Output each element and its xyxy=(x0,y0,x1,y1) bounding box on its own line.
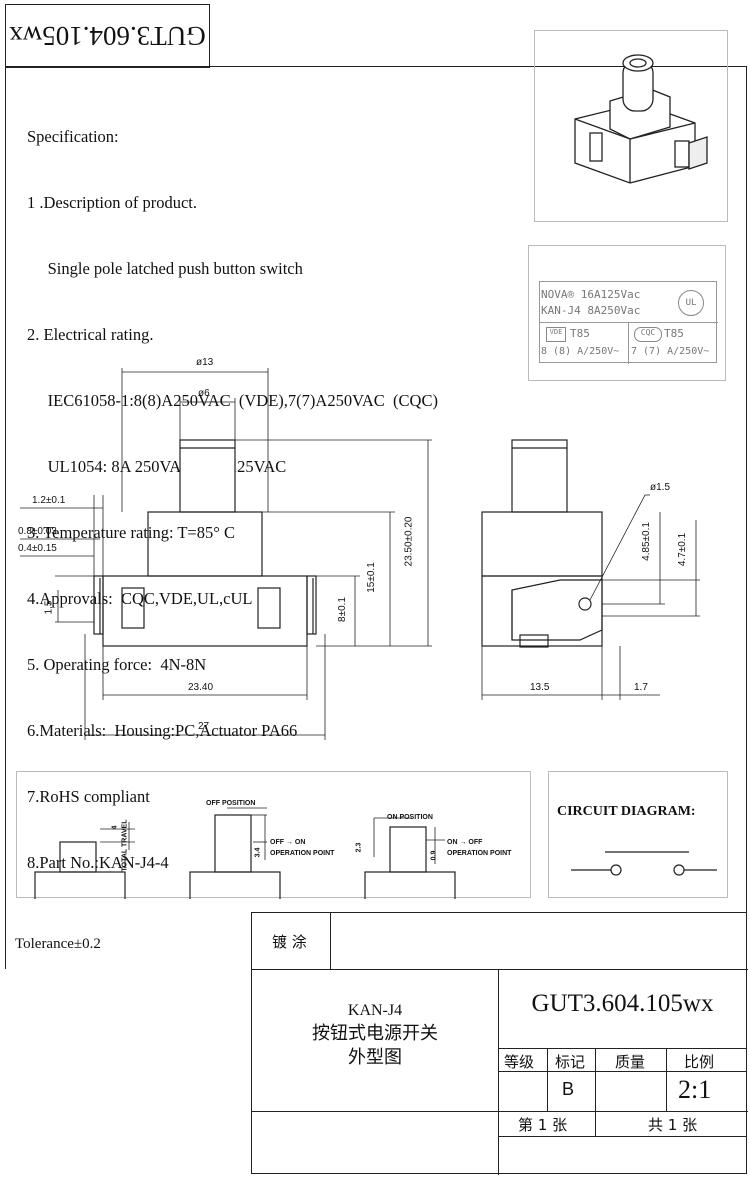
vde-rating: 8 (8) A/250V~ xyxy=(541,346,620,357)
dim-1-7: 1.7 xyxy=(634,682,648,693)
sheet-number: 第 1 张 xyxy=(518,1116,568,1134)
vde-mark-icon: VDE xyxy=(546,327,566,342)
dim-1-2: 1.2±0.1 xyxy=(32,495,66,506)
sheet-row: 第 1 张 共 1 张 xyxy=(498,1112,747,1137)
on-off-label: ON → OFF xyxy=(447,839,483,846)
col-grade: 等级 xyxy=(504,1053,535,1071)
outer-border xyxy=(5,66,747,969)
dim-27: 27 xyxy=(198,721,210,732)
dim-4-7: 4.7±0.1 xyxy=(677,532,689,567)
dim-1-5: 1.5 xyxy=(43,600,55,615)
off-on-label: OFF → ON xyxy=(270,839,306,846)
dim-d13: ø13 xyxy=(196,357,214,368)
plate-line-2: KAN-J4 8A250Vac xyxy=(541,304,641,317)
cqc-temp: T85 xyxy=(664,327,684,340)
spec-line: IEC61058-1:8(8)A250VAC (VDE),7(7)A250VAC… xyxy=(27,391,438,410)
spec-line: 4.Approvals: CQC,VDE,UL,cUL xyxy=(27,589,253,608)
total-travel-label: TOTAL TRAVEL xyxy=(121,819,129,872)
plate-line-1: NOVA® 16A125Vac xyxy=(541,288,641,301)
switch-3d-drawing xyxy=(574,54,708,184)
dim-0-9: 0.9 xyxy=(430,850,438,861)
dim-0-4: 0.4±0.15 xyxy=(18,543,57,554)
spec-line: 1 .Description of product. xyxy=(27,193,198,212)
product-name-cn: 按钮式电源开关 xyxy=(312,1023,438,1044)
tolerance-note: Tolerance±0.2 xyxy=(15,936,101,952)
dim-hole: ø1.5 xyxy=(650,482,671,493)
on-position-label: ON POSITION xyxy=(387,814,433,821)
dim-8: 8±0.1 xyxy=(336,597,348,622)
col-weight: 质量 xyxy=(615,1053,646,1071)
spec-heading: Specification: xyxy=(27,127,119,146)
sheet-total: 共 1 张 xyxy=(648,1116,698,1134)
circuit-symbol xyxy=(571,851,717,876)
spec-line: 7.RoHS compliant xyxy=(27,787,150,806)
circuit-diagram: CIRCUIT DIAGRAM: xyxy=(548,771,728,898)
dim-23-4: 23.40 xyxy=(188,682,214,693)
drawing-number: GUT3.604.105wx xyxy=(531,990,714,1017)
spec-line: 8.Part No.:KAN-J4-4 xyxy=(27,853,169,872)
scale-value: 2:1 xyxy=(678,1075,712,1104)
dim-23-5: 23.50±0.20 xyxy=(403,516,415,567)
property-table: 等级 标记 质量 比例 B 2:1 xyxy=(498,1048,747,1112)
dim-13-5: 13.5 xyxy=(530,682,550,693)
label-plate: NOVA® 16A125Vac KAN-J4 8A250Vac UL VDE T… xyxy=(528,245,726,381)
mark-value: B xyxy=(562,1079,575,1099)
dim-d6: ø6 xyxy=(198,388,210,399)
title-model-block: KAN-J4 按钮式电源开关 外型图 xyxy=(253,1000,497,1070)
ul-mark-icon: UL xyxy=(678,290,704,316)
spec-line: 5. Operating force: 4N-8N xyxy=(27,655,207,674)
cqc-mark-icon: CQC xyxy=(634,327,662,342)
spec-line: 3. Temperature rating: T=85° C xyxy=(27,523,235,542)
spec-line: 2. Electrical rating. xyxy=(27,325,154,344)
travel-drawing xyxy=(34,807,456,899)
specification-block: Specification: 1 .Description of product… xyxy=(27,82,438,896)
cqc-rating: 7 (7) A/250V~ xyxy=(631,346,710,357)
dim-2-3: 2.3 xyxy=(355,842,363,853)
travel-diagram: TOTAL TRAVEL 4 OFF POSITION ON POSITION … xyxy=(16,771,531,899)
operation-point-2: OPERATION POINT xyxy=(447,850,512,857)
model-name: KAN-J4 xyxy=(347,1002,403,1019)
dim-0-8: 0.8±0.03 xyxy=(18,526,57,537)
vde-temp: T85 xyxy=(570,327,590,340)
dim-3-4: 3.4 xyxy=(254,847,262,858)
circuit-title: CIRCUIT DIAGRAM: xyxy=(557,804,696,819)
operation-point-1: OPERATION POINT xyxy=(270,850,335,857)
travel-4: 4 xyxy=(111,825,119,830)
col-mark: 标记 xyxy=(555,1053,586,1071)
front-and-side-views xyxy=(20,368,700,740)
spec-line: Single pole latched push button switch xyxy=(27,259,303,278)
off-position-label: OFF POSITION xyxy=(206,800,256,807)
col-scale: 比例 xyxy=(684,1053,715,1071)
drawing-type-cn: 外型图 xyxy=(348,1047,402,1068)
product-3d-view xyxy=(534,30,728,222)
dim-15: 15±0.1 xyxy=(365,562,377,593)
dim-4-85: 4.85±0.1 xyxy=(640,522,652,561)
plating-label: 镀 涂 xyxy=(272,933,307,951)
